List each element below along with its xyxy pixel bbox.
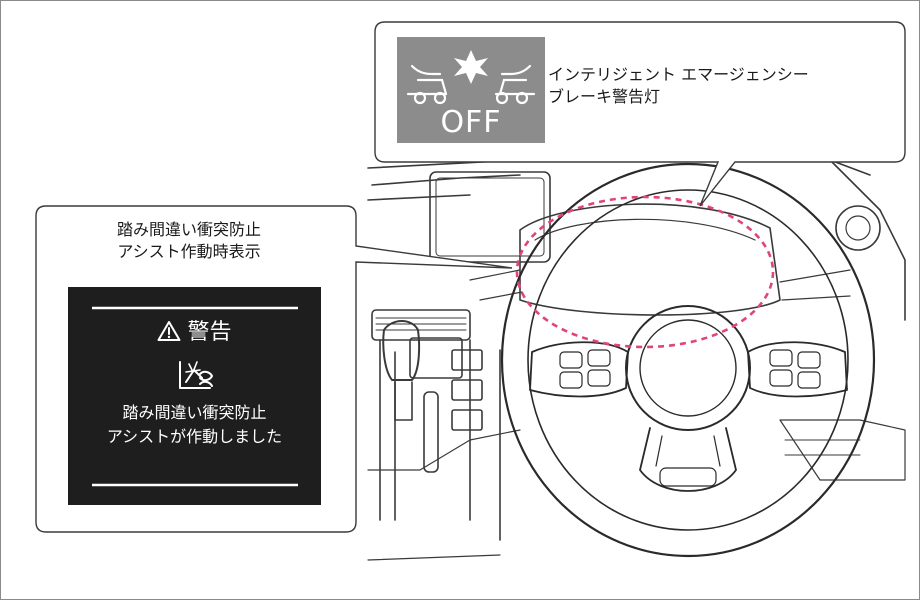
steering-wheel <box>500 162 876 558</box>
warning-header: 警告 <box>68 318 321 348</box>
warning-message-line1: 踏み間違い衝突防止 <box>122 403 267 422</box>
ieb-off-text: OFF <box>440 105 502 140</box>
ieb-indicator <box>397 37 545 143</box>
warning-message: 踏み間違い衝突防止 アシストが作動しました <box>68 401 321 449</box>
ieb-label-line2: ブレーキ警告灯 <box>548 87 661 106</box>
warning-triangle-icon <box>157 321 181 341</box>
dashboard-drawing <box>367 145 906 561</box>
ieb-warning-lamp-label: インテリジェント エマージェンシー ブレーキ警告灯 <box>548 64 888 108</box>
pedal-title-line2: アシスト作動時表示 <box>117 242 261 261</box>
warning-message-line2: アシストが作動しました <box>106 427 283 446</box>
warning-header-text: 警告 <box>187 320 232 345</box>
forward-collision-cars-star-icon <box>406 64 536 105</box>
warning-display-panel <box>68 287 321 505</box>
ieb-label-line1: インテリジェント エマージェンシー <box>548 65 809 84</box>
impact-star-icon <box>454 50 488 84</box>
pedal-assist-callout-title: 踏み間違い衝突防止 アシスト作動時表示 <box>40 219 338 263</box>
pedal-title-line1: 踏み間違い衝突防止 <box>116 220 261 239</box>
meter-highlight-ellipse <box>515 195 775 349</box>
pedal-misapplication-icon <box>179 361 213 389</box>
